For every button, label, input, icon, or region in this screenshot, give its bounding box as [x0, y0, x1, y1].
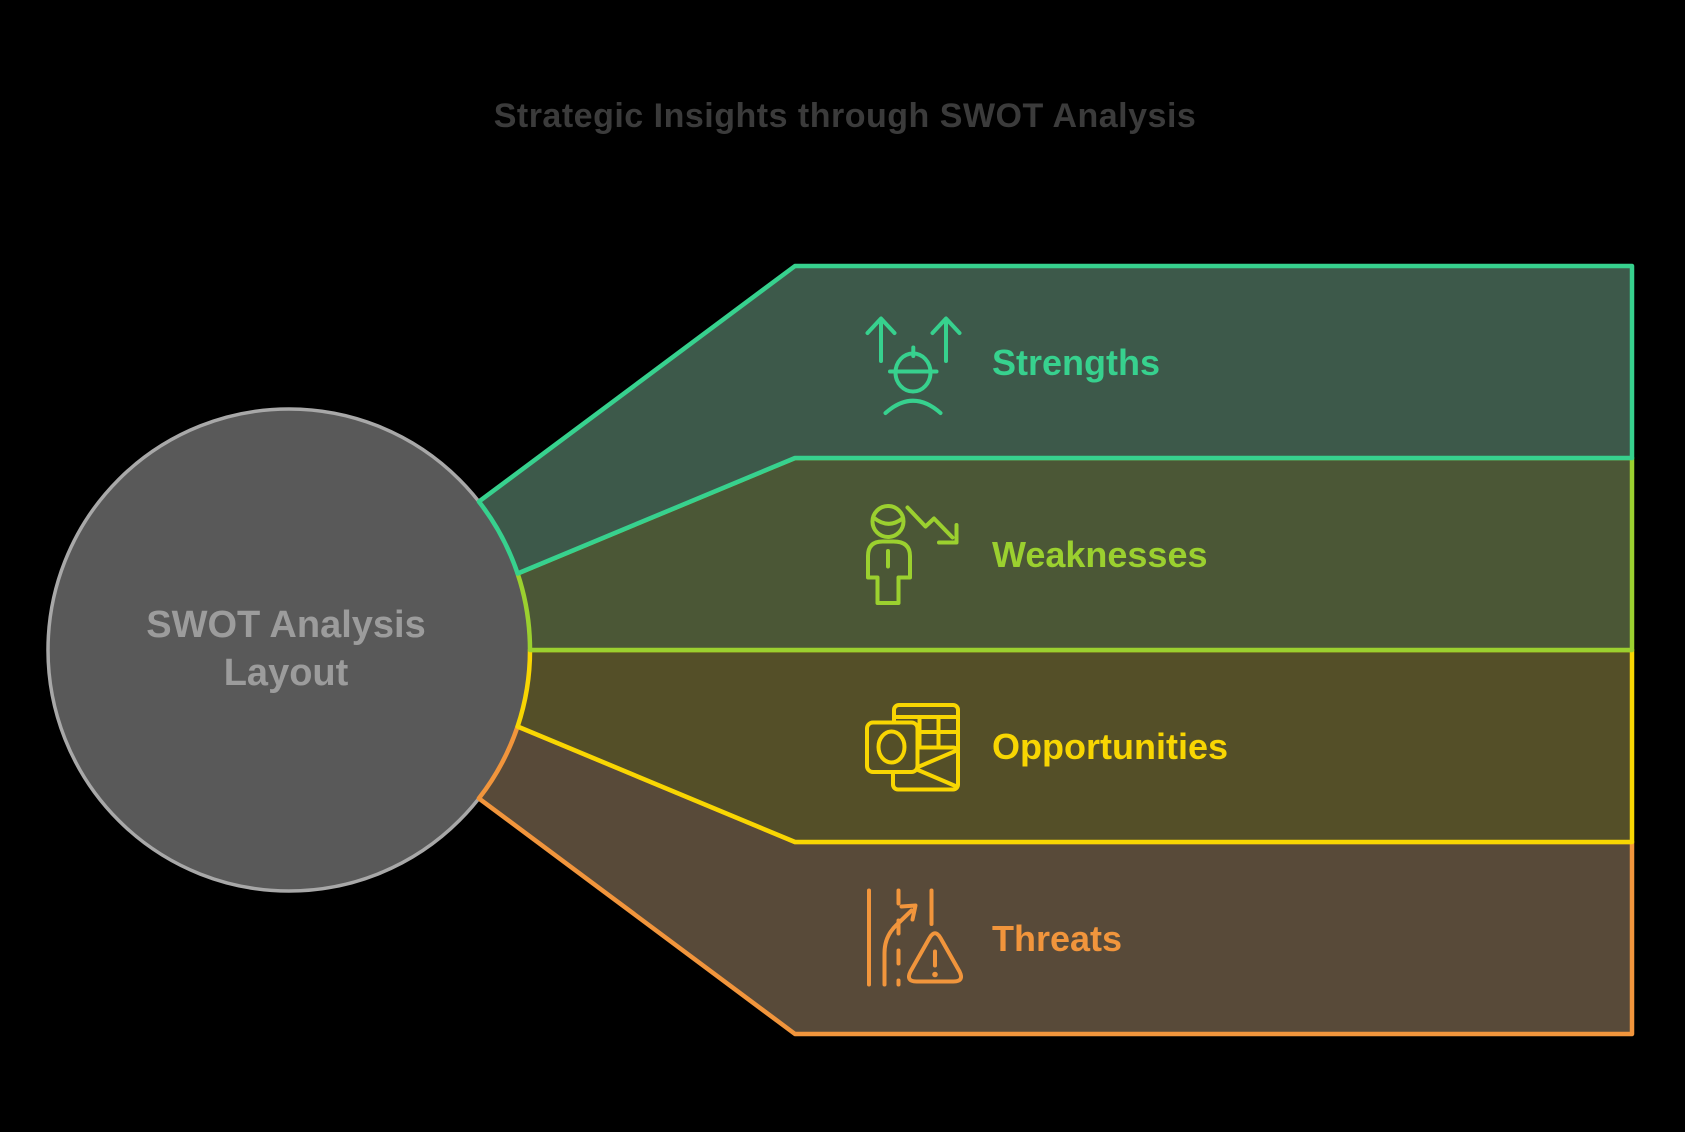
mail-table-icon [865, 703, 960, 792]
threats-label: Threats [992, 918, 1122, 959]
worker-up-arrows-icon [865, 316, 962, 415]
logo-ring [876, 729, 907, 765]
person-cap [871, 515, 905, 526]
person-head [870, 504, 906, 539]
circle-label-line2: Layout [224, 652, 349, 694]
circle-label-line1: SWOT Analysis [146, 604, 425, 646]
decline-arrow-shaft [905, 505, 955, 540]
strengths-label: Strengths [992, 342, 1160, 383]
merge-arrow-shaft [882, 908, 914, 987]
merge-arrow-head [899, 903, 918, 922]
band-weaknesses [515, 455, 1635, 653]
road-hazard-icon [867, 888, 963, 987]
diagram-title: Strategic Insights through SWOT Analysis [494, 97, 1197, 135]
band-opportunities [515, 647, 1635, 845]
person-torso [866, 539, 912, 605]
decline-arrow-head [937, 523, 959, 545]
logo-tile [865, 720, 920, 774]
band-strengths [476, 263, 1635, 576]
band-threats [476, 724, 1635, 1037]
person-decline-arrow-icon [866, 504, 959, 605]
opportunities-label: Opportunities [992, 726, 1228, 767]
center-circle [46, 407, 532, 893]
weaknesses-label: Weaknesses [992, 534, 1208, 575]
up-arrow-left-head [865, 316, 897, 335]
warning-exclamation-dot [932, 971, 938, 978]
up-arrow-right-head [930, 316, 962, 335]
worker-shoulders [883, 398, 943, 415]
